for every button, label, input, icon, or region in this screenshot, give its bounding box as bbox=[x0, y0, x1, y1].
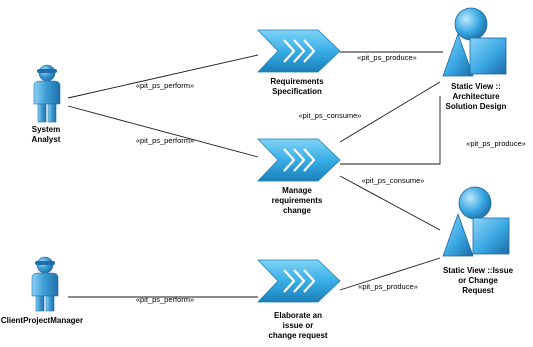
activity-chevron-icon bbox=[257, 138, 341, 182]
artifact-label-line-1: Static View :: bbox=[451, 82, 501, 91]
artifact-label-line-2: Architecture bbox=[452, 92, 500, 101]
edge-label-perform-2: «pit_ps_perform» bbox=[136, 136, 194, 145]
edge-label-consume-1: «pit_ps_consume» bbox=[299, 111, 362, 120]
activity-chevron-icon bbox=[257, 29, 341, 73]
activity-label-line-1: Manage bbox=[282, 186, 312, 195]
activity-elaborate-issue[interactable]: Elaborate an issue or change request bbox=[257, 259, 341, 340]
activity-label-line-1: Requirements bbox=[270, 77, 324, 86]
artifact-architecture-solution-design[interactable]: Static View :: Architecture Solution Des… bbox=[442, 7, 507, 111]
actor-label-line-1: System bbox=[32, 125, 60, 134]
artifact-label-line-2: or Change bbox=[458, 276, 498, 285]
artifact-label-line-3: Request bbox=[462, 286, 494, 295]
edge-label-produce-1: «pit_ps_produce» bbox=[357, 53, 417, 62]
artifact-shapes-icon bbox=[442, 186, 510, 257]
edge-manage-architecture-produce[interactable] bbox=[340, 96, 441, 165]
activity-requirements-specification[interactable]: Requirements Specification bbox=[257, 29, 341, 96]
actor-label-line-1: ClientProjectManager bbox=[1, 316, 83, 325]
activity-manage-requirements-change[interactable]: Manage requirements change bbox=[257, 138, 341, 215]
artifact-label-line-1: Static View ::Issue bbox=[443, 266, 514, 275]
activity-label-line-3: change request bbox=[268, 331, 327, 340]
connectors bbox=[67, 51, 443, 298]
edge-issue-manage-consume[interactable] bbox=[339, 175, 441, 231]
edge-elaborate-issue[interactable] bbox=[339, 257, 441, 291]
edge-label-consume-2: «pit_ps_consume» bbox=[362, 176, 425, 185]
activity-label-line-1: Elaborate an bbox=[274, 311, 322, 320]
edge-architecture-manage-consume[interactable] bbox=[339, 81, 441, 143]
actor-system-analyst[interactable]: System Analyst bbox=[32, 64, 61, 144]
edge-label-produce-2: «pit_ps_produce» bbox=[466, 139, 526, 148]
activity-label-line-3: change bbox=[283, 206, 312, 215]
actor-icon bbox=[31, 256, 59, 312]
edge-label-perform-1: «pit_ps_perform» bbox=[136, 81, 194, 90]
activity-chevron-icon bbox=[257, 259, 341, 303]
activity-label-line-2: Specification bbox=[272, 87, 322, 96]
actor-icon bbox=[33, 64, 61, 123]
artifact-shapes-icon bbox=[442, 7, 507, 77]
actor-client-project-manager[interactable]: ClientProjectManager bbox=[1, 256, 83, 325]
edge-labels: «pit_ps_perform» «pit_ps_perform» «pit_p… bbox=[136, 53, 526, 304]
actor-label-line-2: Analyst bbox=[32, 135, 61, 144]
edge-analyst-requirements[interactable] bbox=[67, 54, 259, 99]
activity-label-line-2: issue or bbox=[283, 321, 314, 330]
edge-label-perform-3: «pit_ps_perform» bbox=[136, 295, 194, 304]
artifact-label-line-3: Solution Design bbox=[446, 102, 507, 111]
activity-label-line-2: requirements bbox=[272, 196, 323, 205]
edge-label-produce-3: «pit_ps_produce» bbox=[358, 282, 418, 291]
artifact-issue-change-request[interactable]: Static View ::Issue or Change Request bbox=[442, 186, 514, 295]
edge-analyst-manage[interactable] bbox=[67, 105, 259, 158]
